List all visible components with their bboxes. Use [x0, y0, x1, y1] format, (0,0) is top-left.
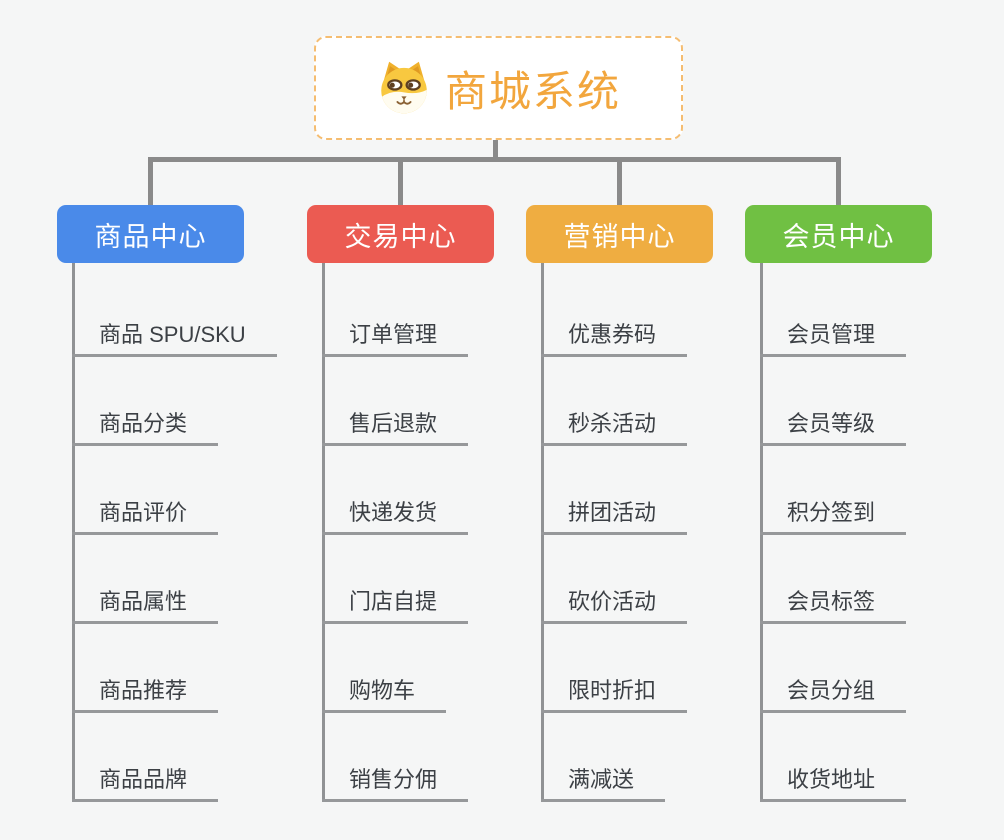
connector-drop-branch-4: [836, 157, 841, 205]
leaf-node[interactable]: 砍价活动: [541, 585, 688, 624]
connector-drop-branch-2: [398, 157, 403, 205]
connector-drop-branch-1: [148, 157, 153, 205]
leaf-node[interactable]: 商品分类: [72, 407, 219, 446]
branch-node-product-center[interactable]: 商品中心: [57, 205, 244, 263]
leaf-node[interactable]: 会员标签: [760, 585, 907, 624]
leaf-node[interactable]: 商品属性: [72, 585, 219, 624]
leaf-node[interactable]: 销售分佣: [322, 763, 469, 802]
leaf-node[interactable]: 满减送: [541, 763, 666, 802]
connector-drop-branch-3: [617, 157, 622, 205]
connector-root-stem: [493, 140, 498, 162]
leaf-node[interactable]: 拼团活动: [541, 496, 688, 535]
branch-node-trade-center[interactable]: 交易中心: [307, 205, 494, 263]
leaf-node[interactable]: 积分签到: [760, 496, 907, 535]
leaf-node[interactable]: 限时折扣: [541, 674, 688, 713]
root-node[interactable]: 商城系统: [314, 36, 683, 140]
leaf-node[interactable]: 订单管理: [322, 318, 469, 357]
leaf-node[interactable]: 售后退款: [322, 407, 469, 446]
leaf-node[interactable]: 秒杀活动: [541, 407, 688, 446]
branch-node-marketing-center[interactable]: 营销中心: [526, 205, 713, 263]
root-title: 商城系统: [444, 67, 621, 115]
leaf-node[interactable]: 门店自提: [322, 585, 469, 624]
leaf-node[interactable]: 商品品牌: [72, 763, 219, 802]
branch-node-member-center[interactable]: 会员中心: [745, 205, 932, 263]
leaf-node[interactable]: 商品推荐: [72, 674, 219, 713]
leaf-node[interactable]: 会员管理: [760, 318, 907, 357]
connector-bus-line: [148, 157, 841, 162]
leaf-node[interactable]: 商品 SPU/SKU: [72, 318, 277, 357]
leaf-node[interactable]: 收货地址: [760, 763, 907, 802]
leaf-node[interactable]: 商品评价: [72, 496, 219, 535]
leaf-node[interactable]: 购物车: [322, 674, 447, 713]
dog-face-icon: [376, 60, 432, 116]
leaf-node[interactable]: 会员等级: [760, 407, 907, 446]
leaf-node[interactable]: 优惠券码: [541, 318, 688, 357]
leaf-node[interactable]: 快递发货: [322, 496, 469, 535]
leaf-node[interactable]: 会员分组: [760, 674, 907, 713]
